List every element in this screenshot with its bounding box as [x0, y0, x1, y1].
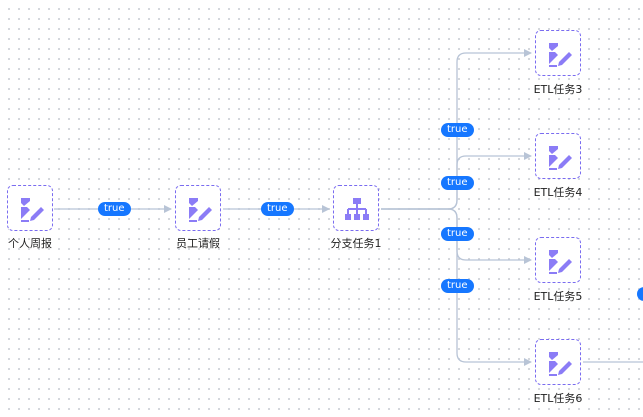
edge-condition-badge-offscreen[interactable]	[637, 287, 643, 301]
edge-condition-badge[interactable]: true	[261, 202, 294, 216]
edge-condition-badge[interactable]: true	[441, 279, 474, 293]
node-label: 员工请假	[176, 237, 220, 250]
node-label: ETL任务6	[533, 392, 583, 405]
edge-condition-badge[interactable]: true	[441, 176, 474, 190]
edge-condition-badge[interactable]: true	[441, 123, 474, 137]
task-node-etl4[interactable]	[535, 133, 581, 179]
task-node-etl6[interactable]	[535, 339, 581, 385]
node-label: ETL任务4	[533, 186, 583, 199]
edit-task-icon	[549, 146, 572, 170]
edit-task-icon	[21, 198, 44, 222]
node-label: ETL任务3	[533, 83, 583, 96]
task-node-etl5[interactable]	[535, 237, 581, 283]
branch-node-1[interactable]	[333, 185, 379, 231]
node-label: ETL任务5	[533, 290, 583, 303]
node-label: 分支任务1	[330, 237, 382, 250]
branch-tree-icon	[345, 198, 369, 220]
edge-condition-badge[interactable]: true	[441, 227, 474, 241]
edit-task-icon	[549, 43, 572, 67]
edit-task-icon	[549, 352, 572, 376]
node-label: 个人周报	[8, 237, 52, 250]
task-node-etl3[interactable]	[535, 30, 581, 76]
edit-task-icon	[189, 198, 212, 222]
edit-task-icon	[549, 250, 572, 274]
edge-condition-badge[interactable]: true	[98, 202, 131, 216]
task-node-employee-leave[interactable]	[175, 185, 221, 231]
task-node-personal-weekly[interactable]	[7, 185, 53, 231]
